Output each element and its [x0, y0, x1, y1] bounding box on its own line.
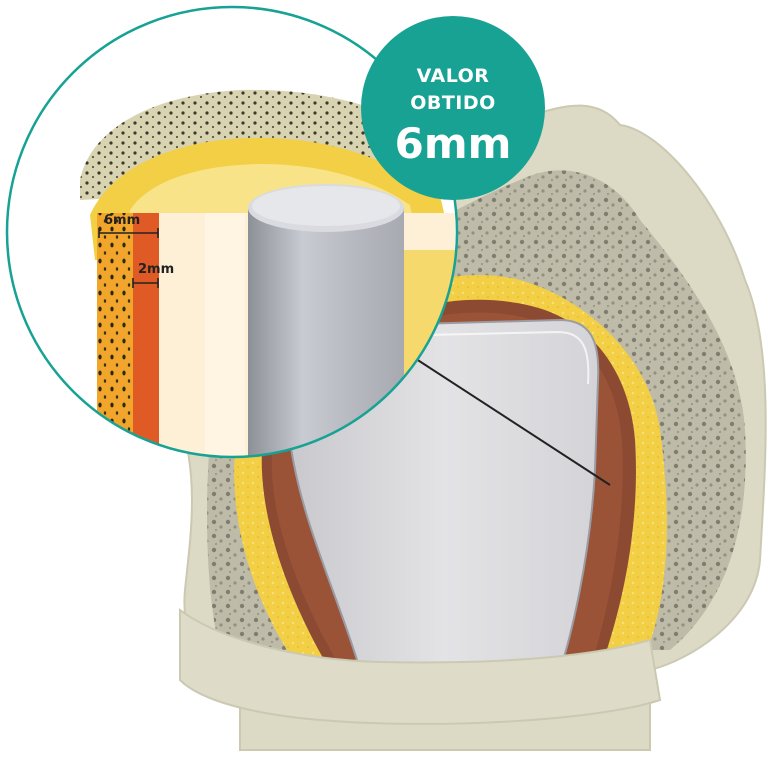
dimension-6mm-label: 6mm — [104, 213, 140, 228]
badge-line2: OBTIDO — [410, 92, 496, 114]
badge-line1: VALOR — [417, 65, 490, 87]
zoom-red-layer — [133, 213, 159, 473]
badge-value: 6mm — [395, 119, 512, 168]
dimension-2mm-label: 2mm — [138, 262, 174, 277]
value-badge: VALOR OBTIDO 6mm — [361, 16, 545, 200]
zoom-orange-bone — [97, 213, 133, 473]
